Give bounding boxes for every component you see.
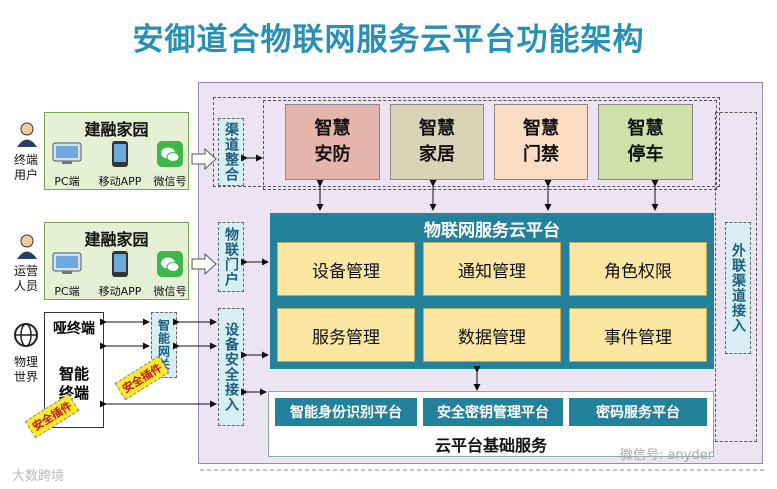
watermark-left: 大数跨境 — [12, 469, 65, 484]
smart-home-text: 智慧 家居 — [419, 118, 455, 165]
iot-portal-label: 物联门户 — [218, 222, 244, 292]
event-management-cell: 事件管理 — [569, 308, 707, 362]
wechat-icon — [157, 141, 183, 167]
channel-integration-label: 渠道整合 — [218, 118, 244, 186]
data-management-cell: 数据管理 — [423, 308, 561, 362]
pc-icon — [52, 142, 82, 164]
operator-label: 运营 人员 — [13, 264, 38, 293]
smart-modules-dashed-frame — [263, 100, 717, 190]
client-title-operator: 建融家园 — [84, 230, 149, 249]
password-service-platform: 密码服务平台 — [569, 398, 707, 426]
identity-recognition-platform: 智能身份识别平台 — [275, 398, 417, 426]
smart-parking-module: 智慧 停车 — [598, 104, 693, 180]
smart-parking-text: 智慧 停车 — [627, 118, 664, 165]
globe-icon — [14, 323, 38, 347]
smart-access-module: 智慧 门禁 — [494, 104, 588, 180]
external-dashed-frame — [715, 112, 757, 442]
key-management-platform: 安全密钥管理平台 — [423, 398, 563, 426]
device-label-wechat: 微信号 — [153, 285, 187, 298]
operator-icon — [17, 234, 37, 259]
device-access-label: 设备安全接入 — [218, 308, 244, 426]
watermark-right: 微信号: anyder — [620, 448, 714, 463]
smart-security-text: 智慧 安防 — [314, 118, 351, 165]
physical-world-label: 物理 世界 — [13, 355, 38, 384]
device-management-cell: 设备管理 — [277, 242, 415, 296]
channel-dashed-frame — [213, 97, 720, 187]
device-label-wechat: 微信号 — [153, 175, 187, 188]
smart-access-text: 智慧 门禁 — [523, 118, 559, 165]
smart-security-module: 智慧 安防 — [285, 104, 380, 180]
mobile-app-icon — [112, 251, 128, 277]
page-title: 安御道合物联网服务云平台功能架构 — [132, 22, 645, 58]
cloud-base-services-title: 云平台基础服务 — [434, 436, 547, 455]
end-user-label: 终端 用户 — [13, 153, 38, 182]
client-title-end-user: 建融家园 — [84, 120, 149, 139]
iot-platform-title: 物联网服务云平台 — [424, 221, 560, 241]
device-label-app: 移动APP — [98, 175, 142, 188]
role-permission-cell: 角色权限 — [569, 242, 707, 296]
service-management-cell: 服务管理 — [277, 308, 415, 362]
pc-icon — [52, 252, 82, 274]
device-label-pc: PC端 — [54, 285, 80, 298]
notification-management-cell: 通知管理 — [423, 242, 561, 296]
device-label-pc: PC端 — [54, 175, 80, 188]
wechat-icon — [157, 251, 183, 277]
external-channel-label: 外联渠道接入 — [725, 222, 751, 354]
mobile-app-icon — [112, 141, 128, 167]
user-icon — [17, 122, 37, 147]
mute-terminal-label: 哑终端 — [53, 321, 95, 337]
smart-home-module: 智慧 家居 — [390, 104, 484, 180]
device-label-app: 移动APP — [98, 285, 142, 298]
